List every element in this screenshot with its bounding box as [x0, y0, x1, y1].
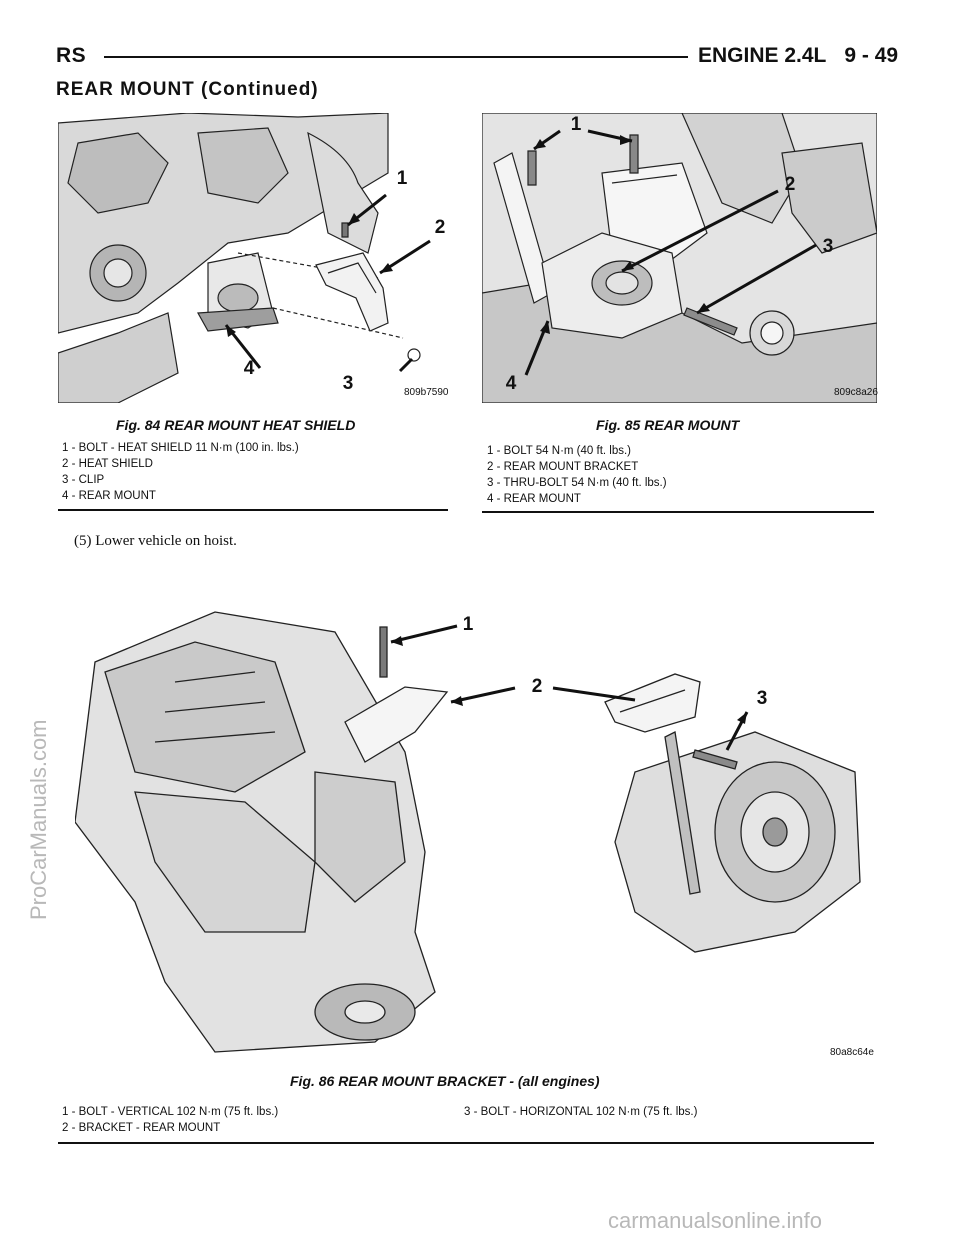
fig86-legend-item: 2 - BRACKET - REAR MOUNT: [62, 1122, 221, 1134]
fig86-caption: Fig. 86 REAR MOUNT BRACKET - (all engine…: [290, 1073, 600, 1089]
fig85-legend-item: 3 - THRU-BOLT 54 N·m (40 ft. lbs.): [487, 477, 667, 489]
fig84-legend-item: 2 - HEAT SHIELD: [62, 458, 153, 470]
fig85-code: 809c8a26: [834, 387, 878, 398]
fig86-legend-right: 3 - BOLT - HORIZONTAL 102 N·m (75 ft. lb…: [464, 1104, 697, 1120]
fig84-code: 809b7590: [404, 387, 449, 398]
header-rule: [104, 56, 688, 58]
fig85-callout-1: 1: [570, 114, 582, 135]
fig84-callout-3: 3: [342, 373, 354, 394]
fig86-legend-left: 1 - BOLT - VERTICAL 102 N·m (75 ft. lbs.…: [62, 1104, 278, 1136]
side-watermark: ProCarManuals.com: [26, 719, 51, 920]
fig86-code: 80a8c64e: [830, 1047, 874, 1058]
fig85-callout-2: 2: [784, 174, 796, 195]
procedure-step: (5) Lower vehicle on hoist.: [74, 533, 237, 549]
fig86-rule: [58, 1142, 874, 1144]
fig84-legend: 1 - BOLT - HEAT SHIELD 11 N·m (100 in. l…: [62, 440, 299, 504]
fig86-legend-item: 3 - BOLT - HORIZONTAL 102 N·m (75 ft. lb…: [464, 1106, 698, 1118]
page-number: 9 - 49: [844, 44, 899, 67]
header-chapter: ENGINE 2.4L: [698, 44, 827, 67]
fig84-rule: [58, 509, 448, 511]
fig84-callout-2: 2: [434, 217, 446, 238]
fig84-illustration: [58, 113, 448, 403]
fig84-legend-item: 3 - CLIP: [62, 474, 105, 486]
header-left-code: RS: [56, 44, 87, 67]
header-right: ENGINE 2.4L 9 - 49: [698, 44, 898, 68]
fig84-caption: Fig. 84 REAR MOUNT HEAT SHIELD: [116, 417, 356, 433]
section-title: REAR MOUNT (Continued): [56, 79, 319, 100]
fig85-rule: [482, 511, 874, 513]
fig84-legend-item: 1 - BOLT - HEAT SHIELD 11 N·m (100 in. l…: [62, 442, 299, 454]
fig85-legend: 1 - BOLT 54 N·m (40 ft. lbs.) 2 - REAR M…: [487, 443, 667, 507]
fig85-legend-item: 1 - BOLT 54 N·m (40 ft. lbs.): [487, 445, 632, 457]
fig84-legend-item: 4 - REAR MOUNT: [62, 490, 156, 502]
fig86-callout-1: 1: [462, 614, 474, 635]
fig85-legend-item: 4 - REAR MOUNT: [487, 493, 581, 505]
fig86-illustration: [75, 602, 865, 1060]
fig85-callout-4: 4: [505, 373, 517, 394]
fig84-callout-4: 4: [243, 358, 255, 379]
fig85-illustration: [482, 113, 877, 403]
bottom-watermark: carmanualsonline.info: [608, 1208, 823, 1233]
fig85-callout-3: 3: [822, 236, 834, 257]
fig86-legend-item: 1 - BOLT - VERTICAL 102 N·m (75 ft. lbs.…: [62, 1106, 279, 1118]
fig84-callout-1: 1: [396, 168, 408, 189]
fig85-legend-item: 2 - REAR MOUNT BRACKET: [487, 461, 639, 473]
fig85-caption: Fig. 85 REAR MOUNT: [596, 417, 740, 433]
fig86-callout-3: 3: [756, 688, 768, 709]
fig86-callout-2: 2: [531, 676, 543, 697]
